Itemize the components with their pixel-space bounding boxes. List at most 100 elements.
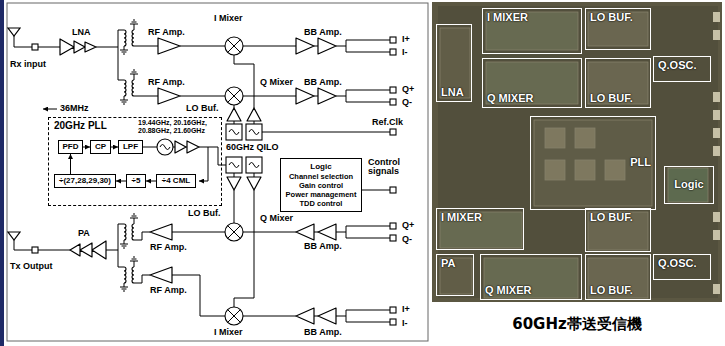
- bond-pad: [713, 92, 720, 102]
- port-pad: [390, 99, 396, 105]
- region-label: Q.OSC.: [658, 59, 697, 72]
- region-label: LO BUF.: [590, 11, 633, 24]
- block-label: Q Mixer: [260, 214, 293, 223]
- reference-arrow: [43, 109, 57, 110]
- transformer-coils: [124, 30, 134, 283]
- pin-label: Q-: [402, 235, 412, 244]
- die-region-box: Q MIXER: [480, 254, 582, 300]
- caption: 60GHz帯送受信機: [432, 315, 722, 334]
- block-label: LO Buf.: [186, 104, 219, 113]
- region-label: LO BUF.: [590, 92, 633, 105]
- port-pad: [390, 129, 396, 135]
- frequency-label: 19.44GHz, 20.16GHz, 20.88GHz, 21.60GHz: [138, 119, 222, 134]
- region-label: LNA: [441, 86, 464, 99]
- inductor-pad: [605, 160, 625, 180]
- region-label: I MIXER: [487, 11, 528, 24]
- die-region-box: LO BUF.: [585, 208, 651, 252]
- block-label: RF Amp.: [148, 78, 185, 87]
- block-text: CP: [95, 142, 106, 152]
- die-block: [440, 258, 472, 294]
- block-label: LO Buf.: [188, 209, 221, 218]
- die-region-box: Q.OSC.: [653, 254, 711, 280]
- pll-block: PFD: [58, 140, 83, 154]
- block-text: Gain control: [299, 181, 343, 190]
- block-text: Channel selection: [289, 172, 353, 181]
- frequency-label: 36MHz: [60, 104, 89, 113]
- port-pad: [390, 49, 396, 55]
- block-text: Power management: [286, 190, 357, 199]
- bond-pad: [713, 146, 720, 156]
- die-block: [534, 120, 652, 206]
- signal-connector: [116, 181, 126, 182]
- bond-pad: [713, 30, 720, 40]
- block-label: RF Amp.: [148, 28, 185, 37]
- block-text: ÷(27,28,29,30): [59, 176, 111, 186]
- die-block: [484, 258, 578, 298]
- die-region-box: I MIXER: [436, 208, 524, 250]
- pll-block: LPF: [118, 140, 143, 154]
- block-text: PFD: [63, 142, 79, 152]
- die-region-box: PA: [436, 254, 474, 296]
- mixer-crosses: [228, 40, 241, 323]
- die-region-box: LO BUF.: [585, 254, 651, 300]
- pin-label: Q-: [402, 98, 412, 107]
- port-pad: [390, 37, 396, 43]
- port-pad: [32, 247, 38, 253]
- signal-connector: [146, 181, 156, 182]
- region-label: PLL: [630, 156, 651, 169]
- bond-pad: [713, 12, 720, 22]
- region-label: PA: [441, 257, 455, 270]
- port-pad: [390, 187, 396, 193]
- die-block: [440, 212, 522, 248]
- pin-label: Q+: [402, 221, 414, 230]
- block-text: ÷5: [132, 176, 141, 186]
- block-label: RF Amp.: [150, 243, 187, 252]
- port-pad: [390, 307, 396, 313]
- block-text: LPF: [123, 142, 138, 152]
- diagram-frame: [7, 3, 428, 341]
- bond-pad: [713, 128, 720, 138]
- pll-block: CP: [90, 140, 111, 154]
- block-label: I Mixer: [214, 14, 243, 23]
- die-region-box: Q.OSC.: [653, 56, 711, 82]
- region-label: Logic: [674, 178, 703, 191]
- port-label: Tx Output: [10, 262, 53, 271]
- signal-connector: [70, 154, 71, 174]
- block-text: ÷4 CML: [162, 176, 190, 186]
- inductor-pad: [545, 160, 565, 180]
- port-pad: [390, 87, 396, 93]
- port-pad: [390, 319, 396, 325]
- port-pad: [390, 223, 396, 229]
- die-region-box: PLL: [530, 116, 656, 210]
- pin-label: Control signals: [368, 158, 408, 176]
- inductor-pad: [575, 128, 595, 148]
- logic-block: LogicChannel selectionGain controlPower …: [280, 158, 362, 212]
- die-photo: [432, 2, 722, 302]
- region-label: LO BUF.: [590, 211, 633, 224]
- bond-pad: [713, 230, 720, 240]
- die-block: [486, 62, 578, 104]
- bond-pad: [713, 110, 720, 120]
- die-block: [440, 28, 470, 98]
- bond-pad: [713, 212, 720, 222]
- region-label: I MIXER: [441, 211, 482, 224]
- ground-symbols: [120, 20, 138, 291]
- die-block: [668, 168, 708, 202]
- block-label: I Mixer: [214, 328, 243, 337]
- port-label: Rx input: [10, 60, 46, 69]
- divider-block: ÷4 CML: [156, 174, 196, 188]
- pin-label: Ref.Clk: [372, 118, 403, 127]
- die-region-box: Q MIXER: [482, 58, 582, 108]
- die-block: [588, 62, 648, 104]
- region-label: LO BUF.: [590, 284, 633, 297]
- die-block: [588, 12, 648, 46]
- die-region-box: Logic: [664, 166, 714, 204]
- block-label: BB Amp.: [304, 242, 342, 251]
- region-label: Q.OSC.: [658, 257, 697, 270]
- block-label: PA: [78, 229, 90, 238]
- feedback-wire: [199, 147, 208, 181]
- slide-edge-bar: [0, 0, 4, 346]
- block-label: BB Amp.: [304, 28, 342, 37]
- signal-wires: [14, 30, 390, 322]
- port-pad: [390, 235, 396, 241]
